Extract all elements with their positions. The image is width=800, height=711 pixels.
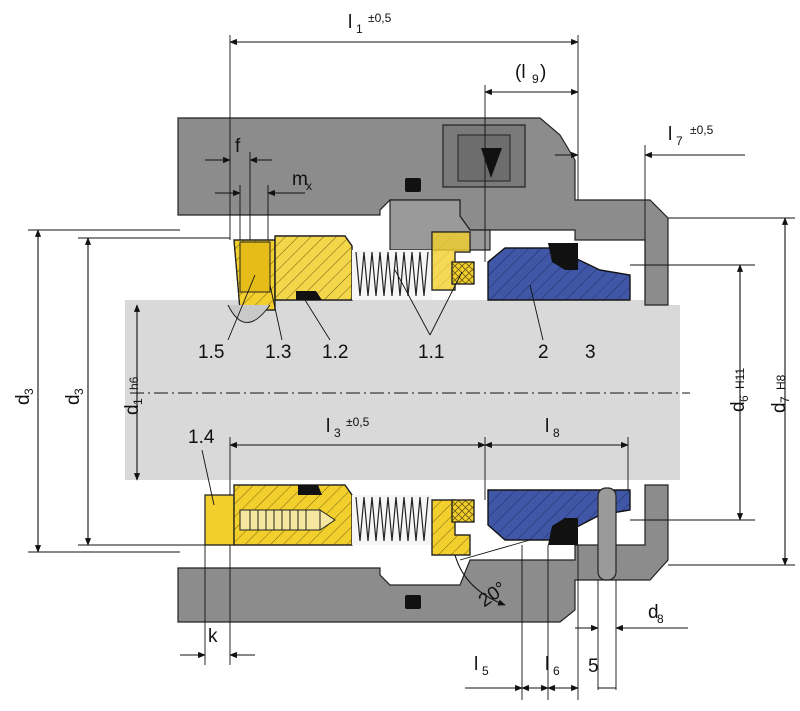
leader-1-1b [429,271,463,336]
part-1-2-label: 1.2 [322,342,348,363]
l1-label: l [348,12,352,33]
l5-label: l [474,654,478,675]
d3-inner-sub: 3 [72,388,86,395]
spring-upper [355,251,429,297]
part-3-label: 3 [585,342,596,363]
l9-close: ) [540,62,546,83]
l8-sub: 8 [553,426,560,440]
screw-cut-upper [227,304,271,323]
elastomer-1-2-upper [296,291,322,300]
mx-sub: x [306,179,312,193]
leader-1-5 [227,274,256,341]
port-plug-inner [457,134,511,182]
leader-2 [529,284,544,341]
rotating-face-xhatch-lower [451,499,475,523]
screw-tip-lower [319,509,336,531]
l7-label: l [668,124,672,145]
thread-lines-lower [249,510,307,530]
housing-o-ring-upper [405,178,421,192]
d3-outer-sub: 3 [22,388,36,395]
d6-label: d [728,401,749,412]
stationary-seat-hatch-upper [487,247,631,301]
leader-1-2 [304,299,331,341]
seat-o-ring-lower [548,518,578,545]
d8-label: d [648,602,659,623]
l6-sub: 6 [553,664,560,678]
d6-sub: 6 [737,395,751,402]
d6-tol: H11 [733,368,747,389]
angle-arc [454,554,506,606]
part-1-4-label: 1.4 [188,427,215,448]
part-1-5-label: 1.5 [198,342,224,363]
leader-1-1a [394,269,431,336]
grub-screw-head-lower [204,494,235,546]
part-1-3-label: 1.3 [265,342,291,363]
l5-sub: 5 [482,664,489,678]
leader-1-4 [201,449,215,506]
anti-rotation-pin [597,487,617,581]
rotating-face-xhatch-upper [451,261,475,285]
d1-label: d [122,404,143,415]
l9-sub: 9 [532,72,539,86]
l7-tol: ±0,5 [690,123,714,137]
leader-1-3 [269,284,283,341]
seat-o-ring-upper [548,243,578,270]
housing-upper [177,117,669,306]
l8-label: l [545,416,549,437]
l6-label: l [545,654,549,675]
set-screw-upper [239,241,271,293]
d7-tol: H8 [774,374,788,390]
l1-sub: 1 [356,22,363,36]
k-label: k [208,626,218,647]
l9-label: (l [515,62,526,83]
part-2-label: 2 [538,342,549,363]
angle-ref-line [459,539,531,561]
drive-collar-lines-upper [274,235,353,301]
d3-inner-label: d [63,394,84,405]
d1-tol: h6 [127,376,141,390]
l3-sub: 3 [334,426,341,440]
screw-thread-lower [239,509,321,531]
d3-outer-label: d [13,394,34,405]
face-holder-upper [431,231,471,291]
l3-tol: ±0,5 [346,415,370,429]
f-label: f [235,136,241,157]
elastomer-lower [298,485,322,495]
housing-lower [177,484,669,623]
housing-o-ring-lower [405,595,421,609]
d8-sub: 8 [657,612,664,626]
flow-arrow-icon [481,148,502,178]
d7-label: d [769,402,790,413]
shaft-edge [125,300,645,308]
spring-lower [355,496,429,542]
l7-sub: 7 [676,134,683,148]
d7-sub: 7 [778,396,792,403]
d1-sub: 1 [131,398,145,405]
mx-label: m [292,169,308,190]
part-1-1-label: 1.1 [418,342,444,363]
l1-tol: ±0,5 [368,11,392,25]
five-label: 5 [588,656,599,677]
l3-label: l [326,416,330,437]
